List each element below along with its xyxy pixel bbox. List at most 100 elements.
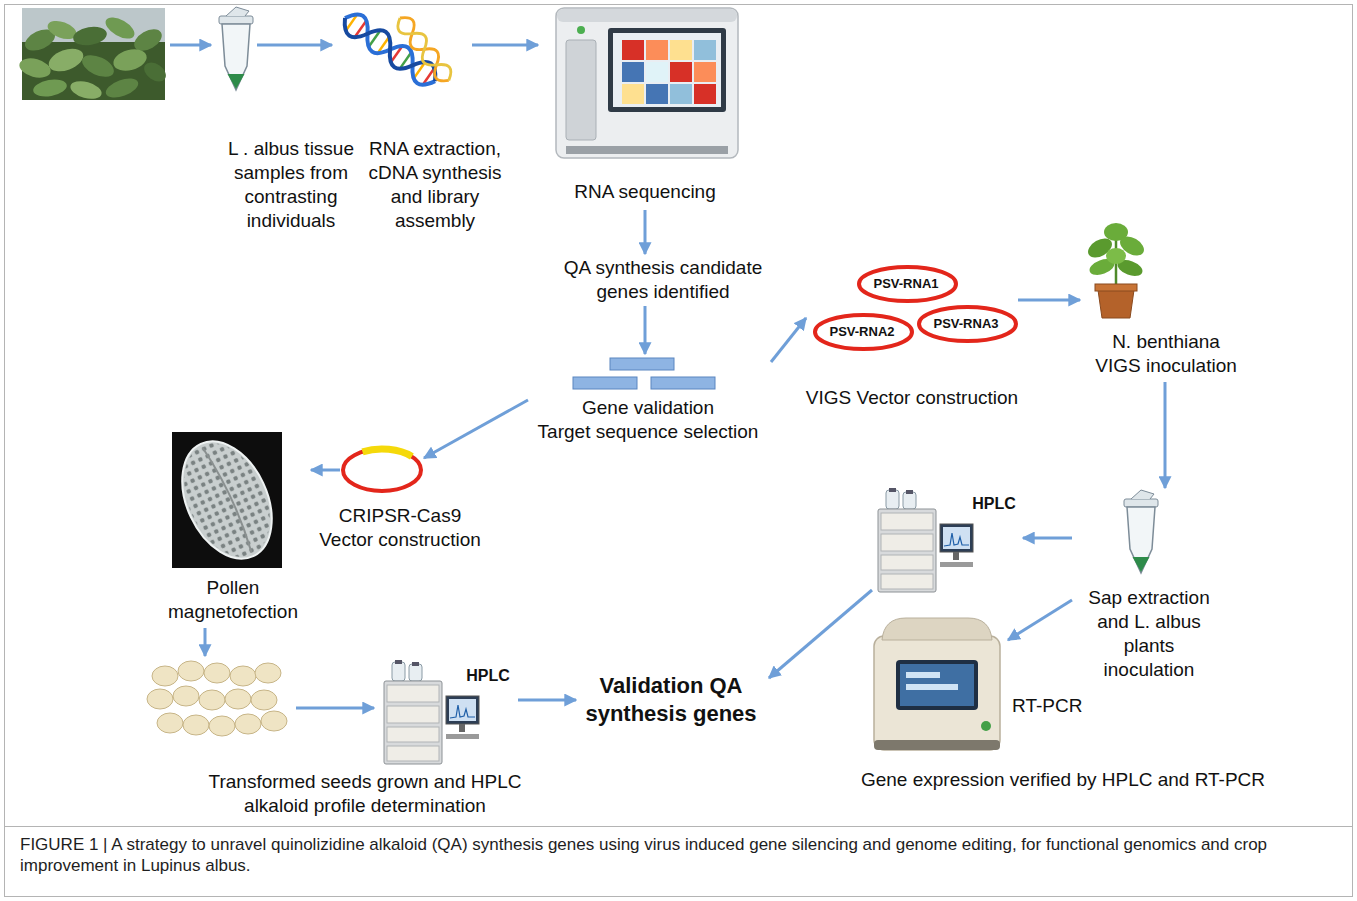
process-box: QA synthesis candidate genes identified [556,254,771,306]
pollen-grain [165,427,290,573]
flow-arrow [257,44,332,47]
seed [204,663,230,683]
sample-step: L . albus tissue samples from contrastin… [215,8,257,90]
note-label: Gene expression verified by HPLC and RT-… [848,768,1278,792]
step-caption: L . albus tissue samples from contrastin… [220,137,362,233]
validation-step: Gene validationTarget sequence selection [528,354,771,446]
seed [199,690,225,710]
sequencer-icon [556,8,738,158]
thermocycler-base [874,740,1000,750]
seeds-image [147,661,287,736]
screen-line [906,684,958,690]
hplc-machine [878,488,973,592]
flow-arrow [518,699,576,702]
node-label: Target sequence selection [528,420,768,444]
plasmid-ellipse: PSV-RNA1 [856,264,959,304]
seed [251,690,277,710]
sample-tube [219,7,253,90]
power-button [981,721,991,731]
heatmap-cell [694,62,716,82]
leaf [72,24,109,48]
node-label: RNA sequencing [548,180,742,204]
node-label: Sap extraction and L. albus plants inocu… [1079,586,1219,682]
extraction-step: RNA extraction, cDNA synthesis and libra… [332,6,472,94]
sap-tube [1124,490,1158,573]
pollen-texture [167,430,287,571]
plant-pot [1098,290,1134,318]
result-box: Validation QA synthesis genes [576,668,769,734]
seed [173,686,199,706]
sequence-bar [610,358,674,370]
node-label: N. benthiana VIGS inoculation [1091,330,1241,378]
seed [178,661,204,681]
figure-caption: FIGURE 1 | A strategy to unravel quinoli… [20,834,1338,876]
seed [183,715,209,735]
node-label: Gene validation [528,396,768,420]
plasmid-ring [343,449,421,491]
flow-arrow [311,469,340,472]
thermocycler-screen [896,660,978,710]
seed-step: HPLC Transformed seeds grown and HPLC alk… [138,656,533,822]
heatmap-cell [622,84,644,104]
status-light [577,26,585,34]
dna-helix [393,13,455,86]
screen-area [613,33,721,107]
screen-area [900,664,974,706]
thermocycler-lid [882,618,992,640]
gene-bars [573,358,715,389]
node-label: Validation QA synthesis genes [576,672,766,728]
plasmid-ellipse: PSV-RNA2 [812,312,915,352]
thermocycler-body [874,636,1000,750]
flow-arrow [296,707,374,710]
leaf [68,78,103,102]
pollen-image [165,427,290,573]
leaf [46,44,87,75]
flow-arrow [170,44,211,47]
dna-strand [393,13,455,86]
heatmap-cell [670,40,692,60]
pollen-grain [165,427,290,573]
flow-arrow [644,306,647,354]
flow-arrow [424,400,528,458]
sequence-bar [573,377,637,389]
pollen-groove [202,446,255,553]
thermocycler-icon [874,618,1000,750]
inoculation-step: N. benthiana VIGS inoculation [1080,222,1252,382]
target-insert [363,449,412,457]
heatmap-cell [670,84,692,104]
seed [152,666,178,686]
step-caption: VIGS Vector construction [784,386,1040,410]
flow-arrow [1023,537,1072,540]
leaf [17,55,53,81]
step-caption: CRIPSR-Cas9 Vector construction [314,504,486,552]
crispr-plasmid: CRIPSR-Cas9 Vector construction [340,446,424,494]
node-label: HPLC [968,494,1020,514]
leaf [103,75,140,102]
heatmap-cell [670,62,692,82]
heatmap-cell [694,40,716,60]
leaf [1106,248,1126,264]
lupin-photo [17,8,169,102]
hplc-machine [384,660,479,764]
heatmap-cell [646,84,668,104]
leaf [102,13,138,43]
sequencer-top [557,9,737,22]
plant-icon [1085,223,1148,318]
seed [225,689,251,709]
seed [235,714,261,734]
node-label: QA synthesis candidate genes identified [558,256,768,304]
sequencer-body [556,8,738,158]
node-label: Transformed seeds grown and HPLC alkaloi… [200,770,530,818]
caption-rule [5,826,1353,827]
node-label: HPLC [462,666,514,686]
plasmid-ellipse: PSV-RNA3 [916,304,1019,344]
sequencing-step: RNA sequencing [538,4,752,210]
pollen-step: Pollen magnetofection [158,428,311,628]
seed [157,713,183,733]
leaf [141,59,170,86]
sequencer-base [566,146,728,154]
flow-arrow [1164,382,1167,488]
